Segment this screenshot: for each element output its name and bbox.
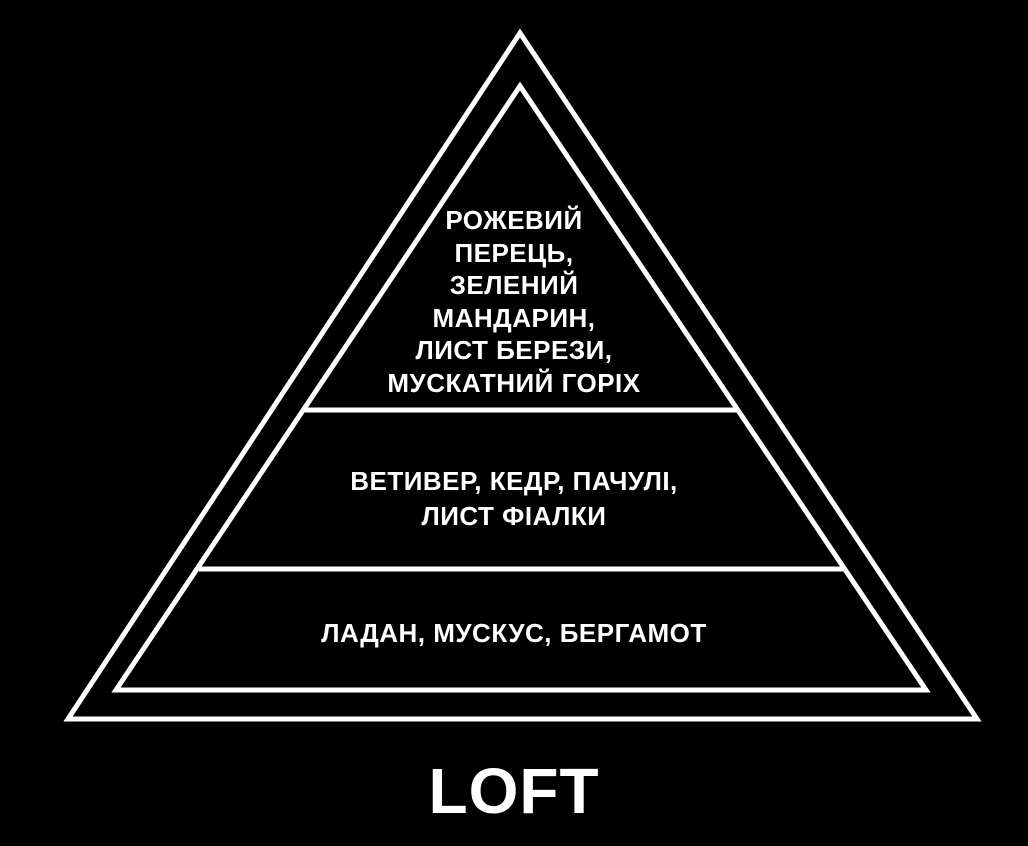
pyramid-inner-outline [111, 81, 931, 693]
top-notes-line: РОЖЕВИЙ [445, 205, 583, 235]
base-notes-text: ЛАДАН, МУСКУС, БЕРГАМОТ [222, 618, 806, 648]
top-notes-line: МУСКАТНИЙ ГОРІХ [387, 367, 641, 398]
middle-notes-line: ВЕТИВЕР, КЕДР, ПАЧУЛІ, [350, 466, 678, 496]
top-notes-line: ПЕРЕЦЬ, [454, 237, 574, 268]
top-notes-text: РОЖЕВИЙ ПЕРЕЦЬ, ЗЕЛЕНИЙ МАНДАРИН, ЛИСТ Б… [314, 204, 714, 399]
middle-notes-text: ВЕТИВЕР, КЕДР, ПАЧУЛІ, ЛИСТ ФІАЛКИ [272, 464, 756, 534]
brand-name: LOFT [428, 755, 600, 827]
pyramid-outer-outline [63, 28, 982, 722]
middle-notes-line: ЛИСТ ФІАЛКИ [421, 501, 607, 531]
top-notes-line: ЛИСТ БЕРЕЗИ, [415, 335, 613, 365]
top-notes-line: ЗЕЛЕНИЙ [449, 270, 579, 300]
top-notes-line: МАНДАРИН, [432, 302, 596, 333]
base-notes-line: ЛАДАН, МУСКУС, БЕРГАМОТ [321, 618, 707, 648]
